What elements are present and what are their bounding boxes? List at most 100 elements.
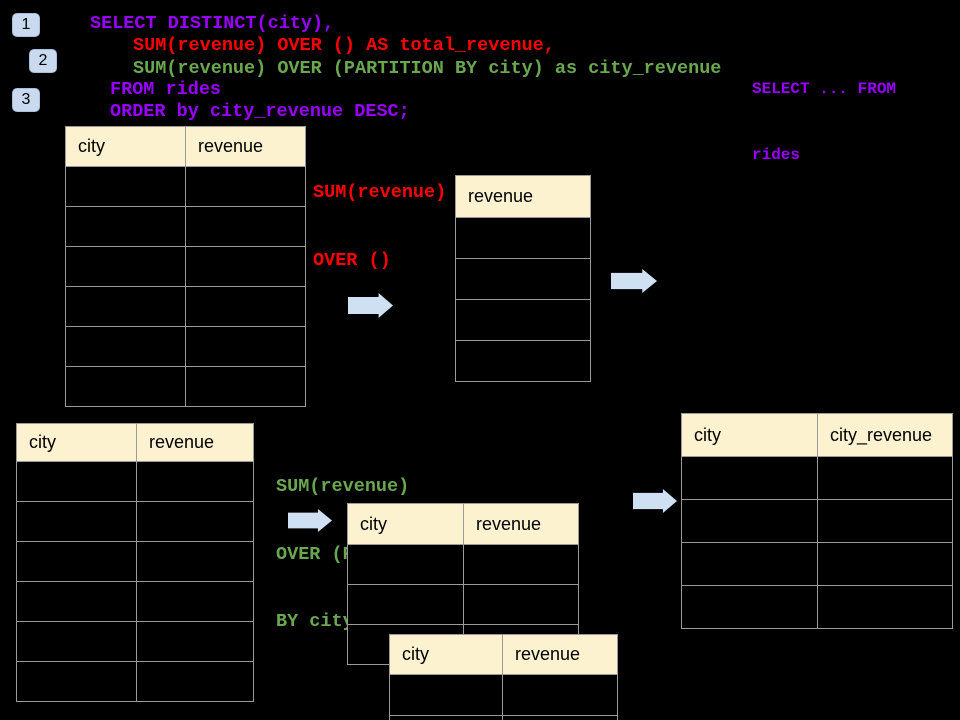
table-cell: [817, 456, 953, 500]
city-revenue-result-table: city city_revenue: [681, 413, 953, 629]
table-cell: [681, 499, 818, 543]
table-row: [65, 286, 306, 327]
partition-table-front: city revenue: [389, 634, 618, 720]
table-cell: [136, 501, 254, 542]
table-cell: [185, 206, 306, 247]
table-cell: [65, 206, 186, 247]
table-row: [681, 456, 953, 500]
table-cell: [681, 542, 818, 586]
table-row: [455, 340, 591, 382]
arrow-right-icon: [633, 489, 677, 513]
table-cell: [185, 246, 306, 287]
label-line: SUM(revenue): [313, 182, 447, 203]
table-cell: [347, 544, 464, 585]
table-row: [389, 674, 618, 716]
step-badge-1: 1: [12, 13, 40, 37]
table-row: [389, 715, 618, 720]
table-cell: [136, 621, 254, 662]
table-row: [681, 585, 953, 629]
table-cell: [65, 366, 186, 407]
sql-line-from: FROM rides: [110, 79, 222, 100]
table-row: [65, 166, 306, 207]
column-header-city: city: [681, 413, 818, 457]
table-cell: [817, 585, 953, 629]
table-row: [681, 542, 953, 586]
table-cell: [455, 299, 591, 341]
step-badge-2: 2: [29, 49, 57, 73]
table-row: [65, 366, 306, 407]
table-row: [16, 661, 254, 702]
column-header-revenue: revenue: [502, 634, 618, 675]
table-cell: [16, 621, 137, 662]
table-cell: [347, 584, 464, 625]
column-header-city: city: [347, 503, 464, 545]
table-cell: [136, 581, 254, 622]
table-cell: [16, 581, 137, 622]
table-cell: [502, 715, 618, 720]
total-window-label: SUM(revenue) OVER (): [313, 137, 446, 317]
step-badge-3: 3: [12, 88, 40, 112]
source-table-top: city revenue: [65, 126, 306, 407]
label-line: OVER (): [313, 249, 391, 271]
table-row: [455, 299, 591, 341]
column-header-city: city: [389, 634, 503, 675]
table-cell: [65, 166, 186, 207]
table-row: [65, 246, 306, 287]
table-row: [16, 461, 254, 502]
table-row: [347, 584, 579, 625]
column-header-city: city: [16, 423, 137, 462]
table-cell: [455, 258, 591, 300]
total-revenue-result-table: revenue: [455, 175, 591, 382]
table-cell: [463, 544, 579, 585]
table-cell: [681, 456, 818, 500]
table-row: [347, 544, 579, 585]
table-cell: [185, 166, 306, 207]
table-cell: [389, 674, 503, 716]
sql-line-city-revenue: SUM(revenue) OVER (PARTITION BY city) as…: [133, 58, 722, 79]
table-row: [16, 581, 254, 622]
column-header-city: city: [65, 126, 186, 167]
table-row: [65, 206, 306, 247]
table-cell: [136, 661, 254, 702]
table-row: [455, 217, 591, 259]
table-cell: [185, 326, 306, 367]
table-cell: [455, 217, 591, 259]
table-row: [681, 499, 953, 543]
sql-line-total-revenue: SUM(revenue) OVER () AS total_revenue,: [133, 35, 555, 56]
column-header-city-revenue: city_revenue: [817, 413, 953, 457]
table-cell: [185, 366, 306, 407]
table-cell: [136, 461, 254, 502]
table-cell: [455, 340, 591, 382]
side-note-line: rides: [752, 146, 801, 164]
table-cell: [65, 246, 186, 287]
table-cell: [16, 541, 137, 582]
column-header-revenue: revenue: [185, 126, 306, 167]
arrow-right-icon: [611, 269, 657, 293]
column-header-revenue: revenue: [136, 423, 254, 462]
table-cell: [502, 674, 618, 716]
table-cell: [16, 461, 137, 502]
sql-line-select: SELECT DISTINCT(city),: [90, 13, 335, 34]
sql-line-order-by: ORDER by city_revenue DESC;: [110, 101, 410, 122]
table-row: [65, 326, 306, 367]
table-cell: [65, 286, 186, 327]
table-row: [16, 541, 254, 582]
column-header-revenue: revenue: [455, 175, 591, 218]
table-cell: [817, 499, 953, 543]
source-table-bottom: city revenue: [16, 423, 254, 702]
table-cell: [16, 661, 137, 702]
column-header-revenue: revenue: [463, 503, 579, 545]
table-row: [16, 501, 254, 542]
table-cell: [389, 715, 503, 720]
side-note-select-from: SELECT ... FROM rides: [752, 34, 896, 210]
table-cell: [185, 286, 306, 327]
arrow-right-icon: [288, 509, 332, 532]
table-row: [16, 621, 254, 662]
table-cell: [16, 501, 137, 542]
table-row: [455, 258, 591, 300]
side-note-line: SELECT ... FROM: [752, 80, 897, 98]
table-cell: [463, 584, 579, 625]
table-cell: [817, 542, 953, 586]
table-cell: [136, 541, 254, 582]
